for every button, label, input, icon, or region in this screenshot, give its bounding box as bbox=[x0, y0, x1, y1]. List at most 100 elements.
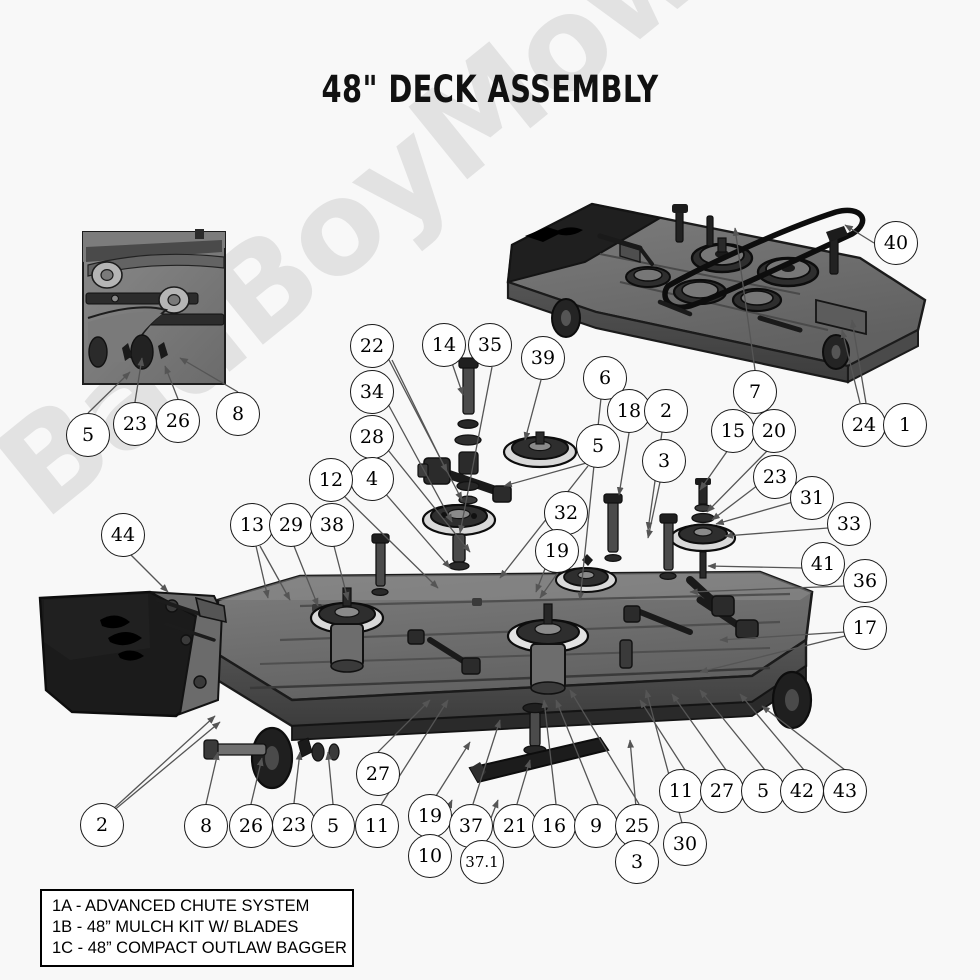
callout-bubble-5[interactable]: 5 bbox=[576, 424, 620, 468]
callout-bubble-27[interactable]: 27 bbox=[356, 752, 400, 796]
leader-line bbox=[569, 689, 640, 805]
leader-line bbox=[707, 562, 803, 570]
leader-line bbox=[499, 465, 589, 579]
callout-bubble-23[interactable]: 23 bbox=[753, 455, 797, 499]
callout-bubble-5[interactable]: 5 bbox=[66, 413, 110, 457]
callout-bubble-1[interactable]: 1 bbox=[883, 403, 927, 447]
callout-bubble-19[interactable]: 19 bbox=[408, 794, 452, 838]
callout-bubble-5[interactable]: 5 bbox=[311, 804, 355, 848]
callout-bubble-4[interactable]: 4 bbox=[350, 457, 394, 501]
callout-bubble-21[interactable]: 21 bbox=[493, 804, 537, 848]
leader-line bbox=[516, 759, 532, 805]
callout-bubble-23[interactable]: 23 bbox=[272, 803, 316, 847]
callout-bubble-12[interactable]: 12 bbox=[309, 458, 353, 502]
callout-bubble-33[interactable]: 33 bbox=[827, 502, 871, 546]
deck-top-view bbox=[506, 202, 927, 384]
leader-line bbox=[127, 551, 169, 593]
leader-line bbox=[849, 319, 867, 404]
leader-line bbox=[555, 699, 599, 805]
callout-bubble-32[interactable]: 32 bbox=[544, 491, 588, 535]
leader-line bbox=[503, 461, 591, 488]
callout-bubble-17[interactable]: 17 bbox=[843, 606, 887, 650]
callout-bubble-30[interactable]: 30 bbox=[663, 822, 707, 866]
callout-bubble-13[interactable]: 13 bbox=[230, 503, 274, 547]
callout-bubble-40[interactable]: 40 bbox=[874, 221, 918, 265]
callout-bubble-36[interactable]: 36 bbox=[843, 559, 887, 603]
callout-bubble-44[interactable]: 44 bbox=[101, 513, 145, 557]
callout-bubble-14[interactable]: 14 bbox=[422, 323, 466, 367]
callout-bubble-11[interactable]: 11 bbox=[355, 804, 399, 848]
callout-bubble-27[interactable]: 27 bbox=[700, 769, 744, 813]
callout-bubble-3[interactable]: 3 bbox=[642, 439, 686, 483]
callout-bubble-29[interactable]: 29 bbox=[269, 503, 313, 547]
leader-line bbox=[111, 721, 221, 813]
leader-line bbox=[179, 357, 239, 393]
callout-bubble-41[interactable]: 41 bbox=[801, 542, 845, 586]
callout-bubble-34[interactable]: 34 bbox=[350, 370, 394, 414]
leader-line bbox=[435, 741, 471, 797]
callout-bubble-31[interactable]: 31 bbox=[790, 476, 834, 520]
callout-bubble-2[interactable]: 2 bbox=[80, 803, 124, 847]
legend-line-1a: 1A - ADVANCED CHUTE SYSTEM bbox=[52, 897, 310, 915]
callout-bubble-26[interactable]: 26 bbox=[156, 399, 200, 443]
leader-line bbox=[387, 403, 453, 523]
leader-lines bbox=[87, 224, 875, 842]
leader-line bbox=[639, 699, 686, 771]
callout-bubble-35[interactable]: 35 bbox=[468, 323, 512, 367]
leader-line bbox=[293, 545, 319, 607]
leader-line bbox=[458, 366, 493, 534]
leader-line bbox=[699, 635, 846, 674]
callout-bubble-11[interactable]: 11 bbox=[659, 769, 703, 813]
leader-line bbox=[472, 719, 501, 805]
callout-bubble-7[interactable]: 7 bbox=[733, 370, 777, 414]
main-deck-assembly bbox=[38, 357, 814, 790]
callout-bubble-26[interactable]: 26 bbox=[229, 804, 273, 848]
callout-bubble-20[interactable]: 20 bbox=[752, 409, 796, 453]
callout-bubble-8[interactable]: 8 bbox=[184, 804, 228, 848]
leader-line bbox=[250, 757, 264, 805]
leader-line bbox=[732, 227, 756, 371]
callout-bubble-16[interactable]: 16 bbox=[532, 804, 576, 848]
callout-bubble-8[interactable]: 8 bbox=[216, 392, 260, 436]
legend-line-1b: 1B - 48” MULCH KIT W/ BLADES bbox=[52, 918, 299, 936]
leader-line bbox=[719, 631, 846, 643]
callout-bubble-2[interactable]: 2 bbox=[644, 389, 688, 433]
callout-bubble-9[interactable]: 9 bbox=[574, 804, 618, 848]
leader-line bbox=[259, 545, 291, 601]
leader-line bbox=[134, 357, 145, 403]
callout-bubble-23[interactable]: 23 bbox=[113, 402, 157, 446]
callout-bubble-5[interactable]: 5 bbox=[741, 769, 785, 813]
leader-line bbox=[671, 693, 727, 771]
leader-line bbox=[205, 751, 220, 805]
leader-line bbox=[715, 501, 794, 526]
callout-bubble-39[interactable]: 39 bbox=[521, 336, 565, 380]
leader-line bbox=[539, 567, 562, 599]
leader-line bbox=[646, 481, 661, 539]
callout-bubble-3[interactable]: 3 bbox=[615, 840, 659, 884]
leader-line bbox=[761, 705, 846, 771]
leader-line bbox=[541, 699, 557, 805]
callout-bubble-24[interactable]: 24 bbox=[842, 403, 886, 447]
leader-line bbox=[383, 491, 451, 569]
leader-line bbox=[387, 449, 471, 553]
callout-bubble-15[interactable]: 15 bbox=[711, 409, 755, 453]
callout-bubble-37.1[interactable]: 37.1 bbox=[460, 840, 504, 884]
leader-line bbox=[111, 715, 216, 811]
callout-bubble-19[interactable]: 19 bbox=[535, 529, 579, 573]
callout-bubble-38[interactable]: 38 bbox=[310, 503, 354, 547]
leader-line bbox=[377, 699, 431, 753]
callout-bubble-10[interactable]: 10 bbox=[408, 834, 452, 878]
callout-bubble-22[interactable]: 22 bbox=[350, 324, 394, 368]
leader-line bbox=[255, 545, 270, 599]
callout-bubble-42[interactable]: 42 bbox=[780, 769, 824, 813]
callout-bubble-43[interactable]: 43 bbox=[823, 769, 867, 813]
leader-line bbox=[164, 365, 179, 400]
leader-line bbox=[739, 693, 805, 771]
leader-line bbox=[342, 494, 439, 589]
page-title: 48" DECK ASSEMBLY bbox=[321, 68, 659, 111]
leader-line bbox=[724, 527, 829, 539]
leader-line bbox=[387, 357, 463, 501]
callout-bubble-28[interactable]: 28 bbox=[350, 415, 394, 459]
